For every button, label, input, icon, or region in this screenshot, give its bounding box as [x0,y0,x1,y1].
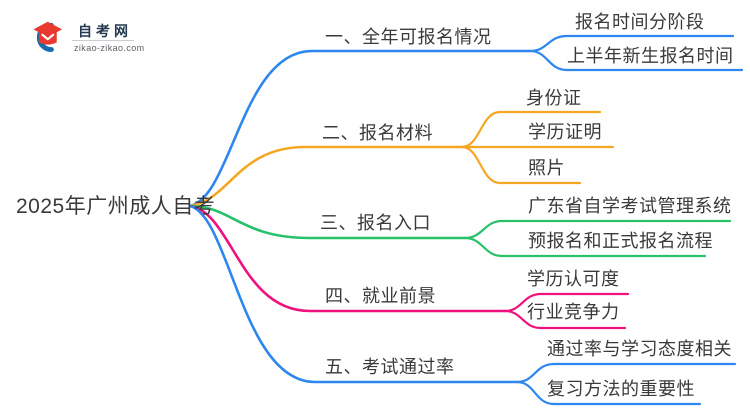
branch-5-child-2-line [515,380,702,406]
branch-3-line [188,204,467,240]
branch-5-child-1-label: 通过率与学习态度相关 [547,339,732,359]
branch-2-child-3-label: 照片 [528,158,565,178]
branch-2-line [188,145,464,208]
logo-domain-text: zikao-zikao.com [74,43,145,53]
mindmap-root-node: 2025年广州成人自考 [16,195,216,218]
branch-2-child-3-line [460,145,582,185]
logo-divider [72,40,134,41]
branch-2-child-1-line [460,110,602,149]
branch-5-child-2-label: 复习方法的重要性 [547,379,695,399]
branch-4-child-2-label: 行业竞争力 [527,302,620,322]
branch-3-child-1-label: 广东省自学考试管理系统 [528,196,732,216]
branch-2-child-1-label: 身份证 [526,88,582,108]
logo-site-name: 自考网 [78,23,132,39]
branch-1-child-1-label: 报名时间分阶段 [575,12,705,32]
site-logo: 自考网 zikao-zikao.com [28,18,148,58]
branch-3-label: 三、报名入口 [320,213,431,233]
branch-5-line [188,204,519,384]
branch-5-label: 五、考试通过率 [325,357,455,377]
branch-3-child-2-line [463,236,707,258]
branch-4-child-2-line [503,309,627,330]
branch-1-line [188,49,532,208]
branch-1-label: 一、全年可报名情况 [325,27,492,47]
branch-3-child-1-line [463,219,732,240]
branch-5-child-1-line [515,362,737,384]
branch-2-child-2-label: 学历证明 [528,122,602,142]
branch-4-label: 四、就业前景 [325,286,436,306]
branch-1-child-2-label: 上半年新生报名时间 [567,46,734,66]
branch-4-line [188,204,507,313]
branch-1-child-2-line [528,49,744,72]
branch-2-label: 二、报名材料 [322,123,433,143]
branch-3-child-2-label: 预报名和正式报名流程 [528,231,713,251]
graduation-cap-icon [33,21,63,52]
branch-4-child-1-label: 学历认可度 [527,269,620,289]
